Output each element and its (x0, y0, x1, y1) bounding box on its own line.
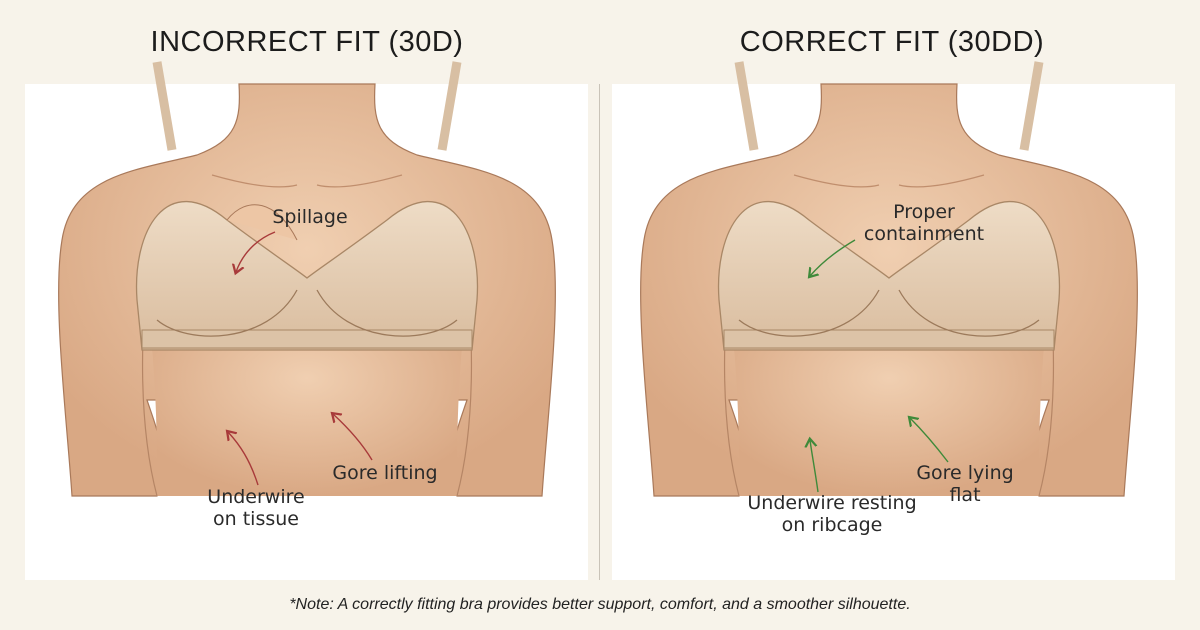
label-spillage: Spillage (272, 206, 348, 228)
right-title: CORRECT FIT (30DD) (739, 26, 1045, 58)
footnote: *Note: A correctly fitting bra provides … (289, 596, 911, 613)
correct-torso (640, 62, 1138, 497)
incorrect-arrows (228, 231, 373, 486)
divider (599, 84, 600, 580)
incorrect-torso (58, 62, 556, 497)
left-title: INCORRECT FIT (30D) (150, 26, 464, 58)
correct-arrows (810, 239, 949, 493)
label-gore-lifting: Gore lifting (332, 462, 438, 484)
